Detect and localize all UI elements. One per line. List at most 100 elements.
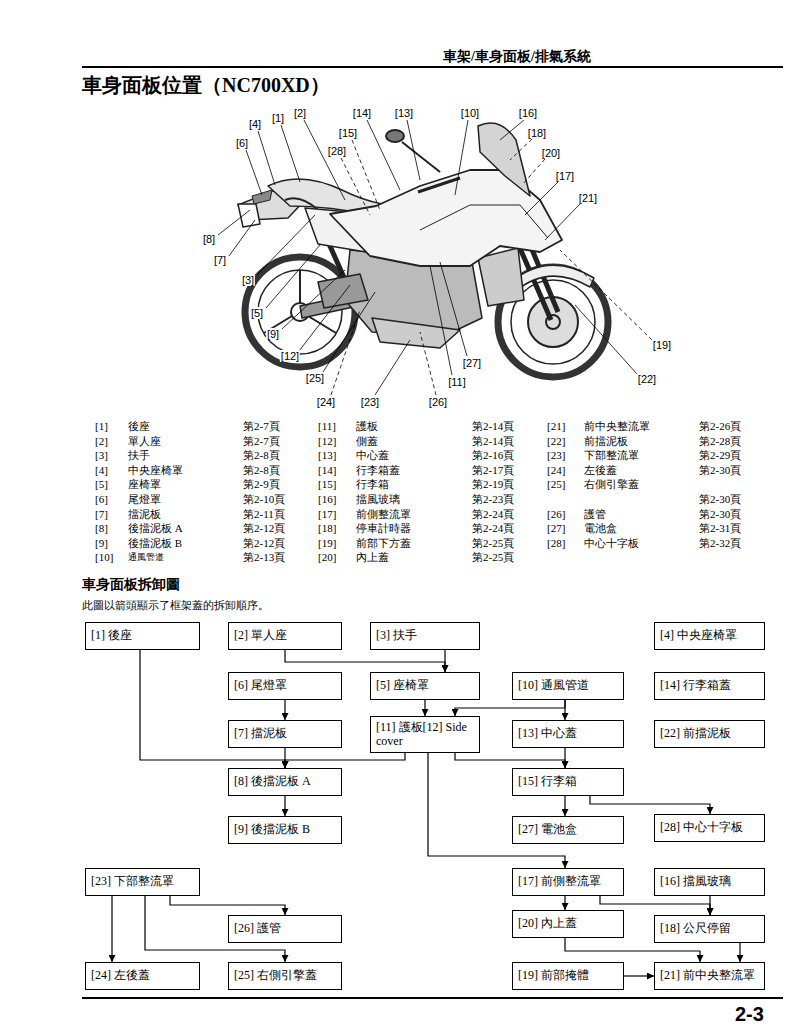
- table-cell: [9]: [95, 537, 108, 550]
- box-label: [13] 中心蓋: [518, 726, 577, 740]
- box-label: [11] 護板[12] Side cover: [376, 720, 467, 748]
- license-plate: [238, 204, 260, 227]
- table-cell: [7]: [95, 508, 108, 521]
- flow-arrow: [564, 748, 565, 768]
- table-cell: [22]: [547, 435, 565, 448]
- leader-line: [522, 159, 545, 185]
- leader-line: [331, 310, 360, 395]
- callout-number: [11]: [447, 376, 467, 388]
- table-cell: 第2-28頁: [699, 435, 741, 448]
- box-label: [7] 擋泥板: [234, 726, 287, 740]
- table-cell: 第2-16頁: [472, 449, 514, 462]
- table-cell: 行李箱蓋: [356, 464, 400, 477]
- table-cell: 擋泥板: [128, 508, 161, 521]
- table-cell: 內上蓋: [356, 551, 389, 564]
- table-cell: [6]: [95, 493, 108, 506]
- table-cell: [23]: [547, 449, 565, 462]
- process-box: [7] 擋泥板: [228, 720, 342, 748]
- table-cell: 前側整流罩: [356, 508, 411, 521]
- callout-number: [18]: [527, 127, 547, 139]
- table-cell: [20]: [318, 551, 336, 564]
- callout-number: [9]: [266, 328, 280, 340]
- table-cell: 第2-7頁: [243, 435, 280, 448]
- box-label: [22] 前擋泥板: [660, 726, 731, 740]
- table-cell: 通風管道: [128, 552, 164, 563]
- process-box: [14] 行李箱蓋: [654, 672, 765, 700]
- table-cell: 第2-9頁: [243, 478, 280, 491]
- box-label: [19] 前部掩體: [518, 968, 589, 982]
- box-label: [14] 行李箱蓋: [660, 678, 731, 692]
- flow-arrow: [140, 650, 285, 768]
- box-label: [10] 通風管道: [518, 678, 589, 692]
- table-cell: 單人座: [128, 435, 161, 448]
- rear-wheel: [299, 270, 301, 303]
- page-title: 車身面板位置（NC700XD）: [82, 72, 330, 99]
- process-box: [15] 行李箱: [512, 768, 624, 796]
- box-label: [4] 中央座椅罩: [660, 628, 737, 642]
- table-cell: [1]: [95, 420, 108, 433]
- leader-line: [545, 204, 580, 240]
- table-cell: 電池盒: [584, 522, 617, 535]
- callout-number: [15]: [338, 127, 358, 139]
- windscreen: [478, 123, 530, 196]
- process-box: [11] 護板[12] Side cover: [370, 716, 480, 753]
- table-cell: 扶手: [128, 449, 150, 462]
- box-label: [18] 公尺停留: [660, 921, 731, 935]
- box-label: [16] 擋風玻璃: [660, 874, 731, 888]
- table-cell: [13]: [318, 449, 336, 462]
- motorcycle-illustration: [238, 123, 608, 377]
- table-cell: 中心十字板: [584, 537, 639, 550]
- leader-line: [341, 158, 370, 215]
- flow-arrow: [739, 943, 740, 962]
- table-cell: 下部整流罩: [584, 449, 639, 462]
- table-cell: 後擋泥板 A: [128, 522, 183, 535]
- table-cell: [19]: [318, 537, 336, 550]
- table-cell: 第2-32頁: [699, 537, 741, 550]
- process-box: [17] 前側整流罩: [512, 868, 624, 896]
- box-label: [8] 後擋泥板 A: [234, 774, 311, 788]
- table-cell: 第2-23頁: [472, 493, 514, 506]
- table-cell: [8]: [95, 522, 108, 535]
- mirror: [386, 130, 404, 142]
- table-cell: 第2-14頁: [472, 435, 514, 448]
- table-cell: [4]: [95, 464, 108, 477]
- table-cell: 第2-14頁: [472, 420, 514, 433]
- section-header: 車架/車身面板/排氣系統: [443, 48, 591, 66]
- table-cell: 第2-29頁: [699, 449, 741, 462]
- process-box: [20] 內上蓋: [512, 910, 624, 938]
- table-cell: 護管: [584, 508, 606, 521]
- table-cell: 左後蓋: [584, 464, 617, 477]
- leader-line: [299, 285, 350, 351]
- table-cell: [10]: [95, 551, 113, 564]
- rear-wheel: [245, 257, 355, 367]
- leader-line: [367, 120, 400, 190]
- callout-number: [3]: [241, 274, 255, 286]
- leader-line: [257, 215, 315, 275]
- table-cell: [14]: [318, 464, 336, 477]
- table-cell: 護板: [356, 420, 378, 433]
- table-cell: [2]: [95, 435, 108, 448]
- callout-number: [10]: [460, 107, 480, 119]
- table-cell: [15]: [318, 478, 336, 491]
- callout-number: [5]: [250, 307, 264, 319]
- box-label: [24] 左後蓋: [91, 968, 150, 982]
- callout-number: [14]: [352, 107, 372, 119]
- callout-number: [28]: [327, 145, 347, 157]
- process-box: [21] 前中央整流罩: [654, 962, 765, 990]
- process-box: [18] 公尺停留: [654, 915, 765, 943]
- page-rule: [82, 997, 783, 999]
- table-cell: 前擋泥板: [584, 435, 628, 448]
- table-cell: 尾燈罩: [128, 493, 161, 506]
- flow-arrow: [284, 700, 285, 720]
- callout-number: [13]: [394, 107, 414, 119]
- leader-line: [440, 262, 467, 356]
- table-cell: [5]: [95, 478, 108, 491]
- process-box: [16] 擋風玻璃: [654, 868, 765, 896]
- table-cell: 停車計時器: [356, 522, 411, 535]
- process-box: [19] 前部掩體: [512, 962, 624, 990]
- flow-arrow: [590, 796, 710, 814]
- note-text: 此圖以箭頭顯示了框架蓋的拆卸順序。: [82, 598, 269, 613]
- callout-number: [2]: [293, 107, 307, 119]
- box-label: [20] 內上蓋: [518, 916, 577, 930]
